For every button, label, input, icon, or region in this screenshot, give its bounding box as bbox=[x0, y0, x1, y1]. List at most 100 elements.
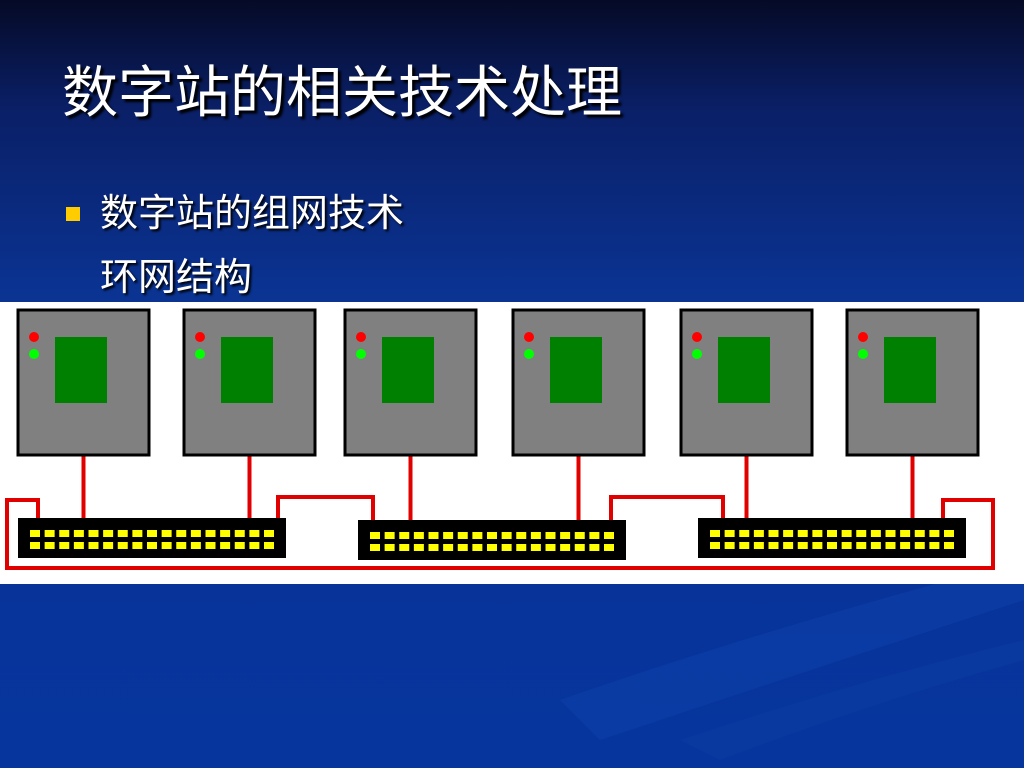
slide-title: 数字站的相关技术处理 bbox=[62, 61, 622, 126]
hub-port bbox=[205, 530, 216, 537]
device-led-red-5 bbox=[692, 332, 702, 342]
hub-port bbox=[161, 530, 172, 537]
device-led-red-4 bbox=[524, 332, 534, 342]
hub-port bbox=[530, 532, 541, 539]
hub-port bbox=[929, 530, 940, 537]
hub-port bbox=[574, 532, 585, 539]
hub-port bbox=[545, 532, 556, 539]
hub-port bbox=[73, 542, 84, 549]
hub-port bbox=[710, 530, 720, 537]
hub-port bbox=[413, 532, 424, 539]
device-led-green-2 bbox=[195, 349, 205, 359]
hub-port bbox=[370, 532, 380, 539]
hub-port bbox=[413, 544, 424, 551]
hub-port bbox=[604, 544, 614, 551]
hub-port bbox=[870, 542, 881, 549]
hub-port bbox=[560, 544, 571, 551]
hub-port bbox=[827, 542, 837, 549]
hub-port bbox=[589, 532, 600, 539]
device-led-red-3 bbox=[356, 332, 366, 342]
hub-port bbox=[176, 542, 187, 549]
hub-port bbox=[944, 530, 954, 537]
hub-port bbox=[88, 542, 99, 549]
hub-port bbox=[856, 530, 867, 537]
device-led-green-5 bbox=[692, 349, 702, 359]
hub-port bbox=[812, 530, 823, 537]
hub-port bbox=[234, 542, 245, 549]
hub-port bbox=[264, 542, 274, 549]
ring-cable-link-1-2 bbox=[276, 495, 375, 522]
hub-port bbox=[501, 532, 512, 539]
hub-port bbox=[783, 542, 794, 549]
hub-port bbox=[384, 544, 395, 551]
hub-port bbox=[724, 542, 735, 549]
hub-port bbox=[176, 530, 187, 537]
hub-port bbox=[443, 532, 454, 539]
hub-port bbox=[710, 542, 720, 549]
hub-port bbox=[870, 530, 881, 537]
hub-port bbox=[560, 532, 571, 539]
hub-port bbox=[472, 532, 483, 539]
hub-port bbox=[885, 542, 896, 549]
hub-port bbox=[929, 542, 940, 549]
ring-network-diagram bbox=[0, 302, 1024, 584]
sub-text: 环网结构 bbox=[100, 255, 253, 299]
device-screen-2 bbox=[221, 337, 273, 403]
hub-port bbox=[900, 530, 911, 537]
hub-port bbox=[501, 544, 512, 551]
hub-port bbox=[205, 542, 216, 549]
hub-port bbox=[516, 544, 527, 551]
hub-port bbox=[117, 530, 128, 537]
hub-port bbox=[147, 542, 157, 549]
hub-port bbox=[914, 530, 925, 537]
device-led-green-4 bbox=[524, 349, 534, 359]
hub-port bbox=[900, 542, 911, 549]
hub-port bbox=[739, 530, 750, 537]
hub-port bbox=[117, 542, 128, 549]
device-screen-1 bbox=[55, 337, 107, 403]
hub-port bbox=[399, 532, 410, 539]
hub-port bbox=[516, 532, 527, 539]
hub-port bbox=[457, 544, 468, 551]
hub-port bbox=[812, 542, 823, 549]
hub-port bbox=[457, 532, 468, 539]
hub-port bbox=[604, 532, 614, 539]
hub-port bbox=[249, 530, 260, 537]
device-led-green-1 bbox=[29, 349, 39, 359]
switch-hub-2 bbox=[358, 520, 626, 560]
hub-port bbox=[428, 532, 439, 539]
device-screen-6 bbox=[884, 337, 936, 403]
hub-port bbox=[249, 542, 260, 549]
device-screen-3 bbox=[382, 337, 434, 403]
hub-port bbox=[487, 544, 497, 551]
device-led-red-1 bbox=[29, 332, 39, 342]
device-led-red-6 bbox=[858, 332, 868, 342]
ring-cable-outer bbox=[5, 498, 995, 570]
device-screen-4 bbox=[550, 337, 602, 403]
hub-port bbox=[827, 530, 837, 537]
hub-port bbox=[797, 530, 808, 537]
hub-port bbox=[724, 530, 735, 537]
hub-port bbox=[885, 530, 896, 537]
hub-port bbox=[841, 542, 852, 549]
hub-port bbox=[797, 542, 808, 549]
hub-port bbox=[768, 542, 779, 549]
hub-port bbox=[753, 530, 764, 537]
device-led-red-2 bbox=[195, 332, 205, 342]
device-5 bbox=[679, 308, 814, 457]
hub-port bbox=[753, 542, 764, 549]
hub-port bbox=[59, 530, 70, 537]
hub-port bbox=[384, 532, 395, 539]
hub-port bbox=[161, 542, 172, 549]
hub-port bbox=[132, 542, 143, 549]
device-led-green-3 bbox=[356, 349, 366, 359]
ring-cable-link-2-3 bbox=[609, 495, 725, 522]
device-1 bbox=[16, 308, 151, 457]
hub-port bbox=[73, 530, 84, 537]
hub-port bbox=[190, 530, 201, 537]
switch-hub-3 bbox=[698, 518, 966, 558]
hub-port bbox=[147, 530, 157, 537]
bullet-text: 数字站的组网技术 bbox=[100, 191, 405, 235]
hub-port bbox=[399, 544, 410, 551]
